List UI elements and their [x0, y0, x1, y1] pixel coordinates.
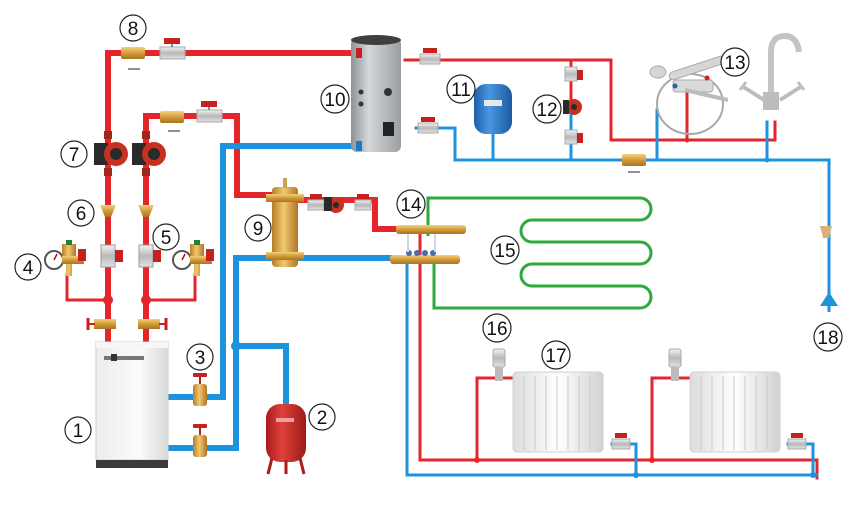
pipe-supply-riser-2	[143, 113, 275, 343]
pipe-safety-left	[65, 273, 110, 302]
label-4: 4	[14, 253, 42, 281]
label-5: 5	[152, 223, 180, 251]
heater-valves	[417, 48, 441, 134]
recirculation-pump	[563, 66, 583, 145]
pipe-radiator-1-supply	[475, 376, 498, 462]
svg-text:14: 14	[400, 195, 422, 216]
label-9: 9	[244, 214, 272, 242]
label-7: 7	[60, 140, 88, 168]
radiator-2	[689, 371, 781, 453]
label-10: 10	[320, 84, 350, 114]
label-3: 3	[186, 343, 214, 371]
svg-text:16: 16	[486, 319, 507, 340]
label-8: 8	[119, 14, 147, 42]
boiler-valves	[86, 318, 168, 330]
svg-text:5: 5	[161, 228, 172, 249]
svg-text:15: 15	[494, 241, 515, 262]
cold-inlet	[820, 226, 838, 312]
pipe-expansion-tank	[233, 343, 289, 407]
underfloor-pump-group	[307, 194, 372, 213]
pipe-dhw-hot	[403, 58, 777, 142]
circulation-pumps	[94, 131, 166, 176]
svg-text:18: 18	[817, 328, 838, 349]
label-12: 12	[532, 94, 562, 124]
svg-text:13: 13	[724, 53, 745, 74]
boiler	[95, 341, 169, 468]
label-18: 18	[813, 322, 843, 352]
label-14: 14	[396, 189, 426, 219]
supply-pipes	[65, 50, 819, 480]
hydraulic-separator	[266, 178, 304, 267]
safety-group-left	[44, 240, 86, 276]
svg-text:2: 2	[317, 408, 328, 429]
safety-group-right	[172, 240, 214, 276]
svg-text:17: 17	[545, 346, 566, 367]
thermostatic-valves	[492, 348, 682, 381]
svg-text:11: 11	[451, 80, 471, 101]
svg-text:10: 10	[324, 90, 345, 111]
pipe-radiator-supply	[418, 227, 819, 480]
label-11: 11	[446, 74, 476, 104]
component-labels: 1 2 3 4 5 6 7 8 9 10 11 12 13 14 15 16 1…	[14, 14, 843, 444]
svg-text:7: 7	[69, 145, 80, 166]
shower-mixer	[649, 55, 729, 135]
pipe-cold-main	[414, 126, 831, 302]
pipe-supply-riser-1	[105, 50, 358, 343]
return-junctions	[231, 157, 816, 478]
check-valve-cold	[622, 154, 646, 173]
label-16: 16	[482, 313, 512, 343]
supply-junctions	[103, 137, 690, 463]
svg-text:8: 8	[128, 19, 139, 40]
strainer-filters	[100, 205, 154, 217]
underfloor-heating-loop	[426, 196, 653, 310]
svg-text:4: 4	[23, 258, 34, 279]
label-1: 1	[64, 416, 92, 444]
label-17: 17	[541, 340, 571, 370]
shutoff-valve	[193, 373, 207, 457]
basin-faucet	[738, 32, 806, 110]
indirect-water-heater	[351, 35, 401, 152]
pipe-safety-right	[144, 273, 197, 302]
manifold	[390, 225, 466, 264]
ball-valves	[100, 244, 161, 268]
svg-text:6: 6	[76, 204, 87, 225]
svg-text:3: 3	[195, 348, 206, 369]
svg-text:9: 9	[253, 219, 264, 240]
pipe-radiator-return	[405, 256, 819, 477]
label-2: 2	[308, 403, 336, 431]
radiator-1	[512, 371, 604, 453]
expansion-tank-heating	[266, 404, 306, 475]
svg-text:1: 1	[73, 421, 84, 442]
check-valves	[121, 38, 223, 132]
expansion-tank-dhw	[474, 84, 512, 134]
label-6: 6	[67, 199, 95, 227]
svg-text:12: 12	[536, 100, 557, 121]
label-15: 15	[490, 235, 520, 265]
inlet-arrow-icon	[820, 292, 838, 306]
radiator-return-valves	[611, 433, 807, 450]
label-13: 13	[720, 47, 750, 77]
pipe-radiator-2-supply	[650, 376, 672, 462]
